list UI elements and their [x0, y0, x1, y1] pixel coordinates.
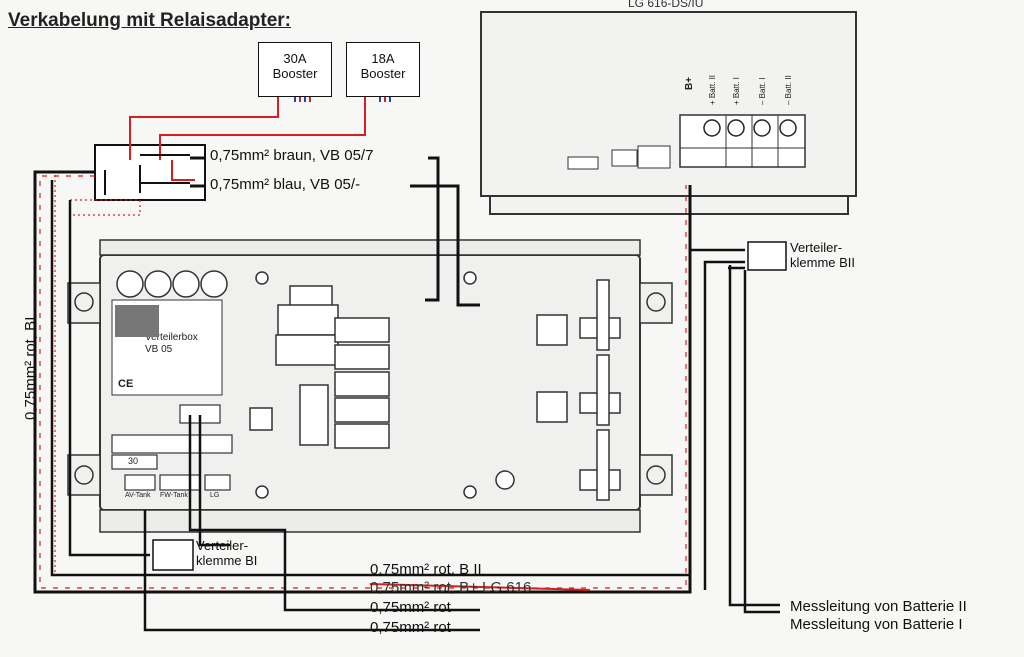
vb05-rail-top — [99, 239, 641, 256]
vb05-label-lg: LG — [210, 492, 220, 499]
terminal-bi-label: Verteiler- klemme BI — [196, 538, 258, 568]
booster-18a: 18A Booster — [346, 42, 420, 97]
lg616-connector-2 — [611, 149, 638, 167]
wire-label-blau: 0,75mm² blau, VB 05/- — [210, 176, 361, 193]
vb05-rail-bottom — [99, 509, 641, 533]
measure-label-b2: Messleitung von Batterie II — [790, 598, 967, 615]
booster-connector-marks — [294, 96, 391, 102]
vb05-row-number: 30 — [128, 456, 139, 466]
lg616-label-bplus: B+ — [684, 76, 695, 90]
lg616-label-batt2-plus: + Batt. II — [708, 74, 717, 105]
wire-label-braun: 0,75mm² braun, VB 05/7 — [210, 147, 374, 164]
wire-label-rot-1: 0,75mm² rot — [370, 599, 451, 616]
vb05-mounting-ears — [67, 282, 673, 496]
lg616-connector-3 — [637, 145, 671, 169]
measure-label-b1: Messleitung von Batterie I — [790, 616, 963, 633]
vb05-label-av-tank: AV-Tank — [125, 492, 151, 499]
wire-label-rot-bii: 0,75mm² rot, B II — [370, 561, 482, 578]
black-wire-loops — [50, 180, 780, 632]
lg616-connector-1 — [567, 156, 599, 170]
vb05-ce-mark: CE — [118, 378, 134, 390]
booster-30a: 30A Booster — [258, 42, 332, 97]
lg616-label-batt1-plus: + Batt. I — [732, 77, 741, 105]
vb05-sticker — [115, 305, 159, 337]
lg616-label-batt2-minus: – Batt. II — [784, 75, 793, 105]
relay-adapter — [94, 144, 206, 201]
lg616-label-batt1-minus: – Batt. I — [758, 77, 767, 105]
vb05-relay-sliders — [536, 279, 621, 501]
wire-label-rot-2: 0,75mm² rot — [370, 619, 451, 636]
red-strike-lg616 — [369, 583, 591, 591]
vb05-name: Verteilerbox VB 05 — [145, 332, 198, 355]
vb05-screws — [249, 271, 515, 499]
wire-label-rot-bi: 0,75mm² rot, BI — [22, 316, 39, 420]
vb05-round-fuses — [116, 270, 228, 298]
wire-label-rot-lg616: 0,75mm² rot, B+ LG 616 — [370, 579, 532, 596]
diagram-title: Verkabelung mit Relaisadapter: — [8, 10, 291, 31]
terminal-bii-label: Verteiler- klemme BII — [790, 240, 856, 270]
vb05-label-fw-tank: FW-Tank — [160, 492, 188, 499]
signal-wires — [190, 156, 480, 307]
booster-wires — [129, 97, 366, 181]
adapter-internal-wires — [104, 154, 190, 195]
lg616-title: LG 616-DS/IU — [628, 0, 704, 10]
terminal-bii-block — [747, 241, 787, 271]
vb05-blade-fuses — [275, 285, 390, 449]
red-main-loop-hatch — [39, 175, 687, 589]
terminal-bi-block — [152, 539, 194, 571]
lg616-base — [489, 195, 849, 215]
lg616-screw-terminals — [703, 119, 797, 137]
